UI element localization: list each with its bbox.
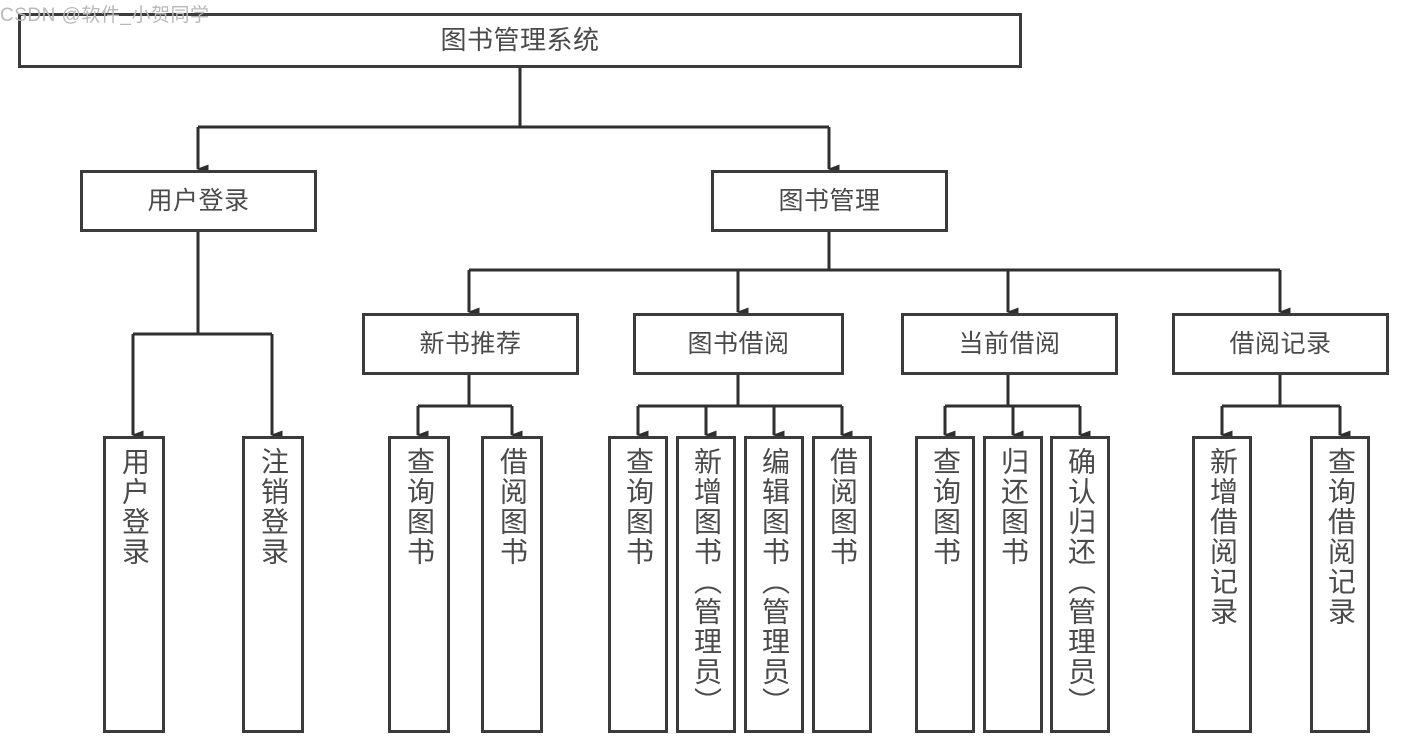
node-label-leaf-query-book-rec: 查询图书 bbox=[404, 447, 435, 567]
node-current-borrow[interactable]: 当前借阅 bbox=[901, 313, 1118, 375]
node-label-book-borrow: 图书借阅 bbox=[687, 330, 790, 358]
node-label-leaf-query-book-borrow: 查询图书 bbox=[623, 447, 654, 567]
node-label-new-book-recommend: 新书推荐 bbox=[419, 330, 522, 358]
node-leaf-return-book[interactable]: 归还图书 bbox=[983, 436, 1043, 733]
node-label-leaf-borrow-book: 借阅图书 bbox=[827, 447, 858, 567]
csdn-watermark: CSDN @软件_小贺同学 bbox=[0, 5, 210, 26]
node-book-borrow[interactable]: 图书借阅 bbox=[633, 313, 844, 375]
node-leaf-add-record[interactable]: 新增借阅记录 bbox=[1192, 436, 1252, 733]
node-label-leaf-add-book: 新增图书（管理员） bbox=[691, 447, 722, 717]
node-label-leaf-edit-book: 编辑图书（管理员） bbox=[759, 447, 790, 717]
node-new-book-recommend[interactable]: 新书推荐 bbox=[362, 313, 579, 375]
node-label-borrow-record: 借阅记录 bbox=[1229, 330, 1332, 358]
node-leaf-borrow-book[interactable]: 借阅图书 bbox=[812, 436, 872, 733]
node-leaf-query-book-rec[interactable]: 查询图书 bbox=[388, 436, 450, 733]
node-book-management[interactable]: 图书管理 bbox=[711, 170, 948, 232]
node-user-login[interactable]: 用户登录 bbox=[80, 170, 317, 232]
node-label-leaf-user-login: 用户登录 bbox=[119, 447, 150, 567]
node-label-root: 图书管理系统 bbox=[440, 24, 600, 55]
node-label-leaf-query-record: 查询借阅记录 bbox=[1325, 447, 1356, 627]
node-borrow-record[interactable]: 借阅记录 bbox=[1172, 313, 1389, 375]
node-label-current-borrow: 当前借阅 bbox=[958, 330, 1061, 358]
node-label-book-management: 图书管理 bbox=[778, 187, 881, 215]
node-leaf-edit-book[interactable]: 编辑图书（管理员） bbox=[744, 436, 804, 733]
node-leaf-add-book[interactable]: 新增图书（管理员） bbox=[676, 436, 736, 733]
node-label-leaf-return-book: 归还图书 bbox=[998, 447, 1029, 567]
node-label-leaf-borrow-book-rec: 借阅图书 bbox=[497, 447, 528, 567]
node-leaf-user-login[interactable]: 用户登录 bbox=[103, 436, 165, 733]
node-label-user-login: 用户登录 bbox=[147, 187, 250, 215]
node-leaf-query-book-current[interactable]: 查询图书 bbox=[915, 436, 975, 733]
node-label-leaf-confirm-return: 确认归还（管理员） bbox=[1065, 447, 1096, 717]
node-root[interactable]: 图书管理系统 bbox=[18, 13, 1022, 68]
node-label-leaf-add-record: 新增借阅记录 bbox=[1207, 447, 1238, 627]
node-leaf-logout[interactable]: 注销登录 bbox=[242, 436, 304, 733]
node-leaf-query-book-borrow[interactable]: 查询图书 bbox=[608, 436, 668, 733]
node-leaf-borrow-book-rec[interactable]: 借阅图书 bbox=[481, 436, 543, 733]
node-leaf-confirm-return[interactable]: 确认归还（管理员） bbox=[1050, 436, 1110, 733]
node-label-leaf-logout: 注销登录 bbox=[258, 447, 289, 567]
node-label-leaf-query-book-current: 查询图书 bbox=[930, 447, 961, 567]
node-leaf-query-record[interactable]: 查询借阅记录 bbox=[1310, 436, 1370, 733]
